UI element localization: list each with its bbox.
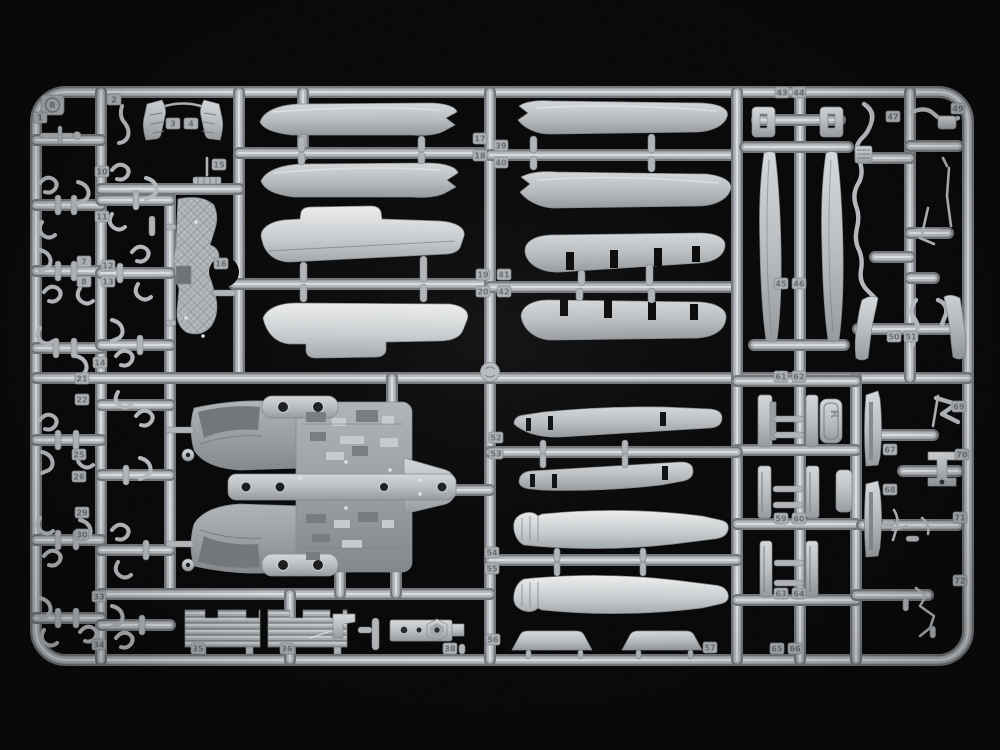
- sprue-photo: R: [0, 0, 1000, 750]
- film-grain-overlay: [0, 0, 1000, 750]
- sprue-svg: R: [0, 0, 1000, 750]
